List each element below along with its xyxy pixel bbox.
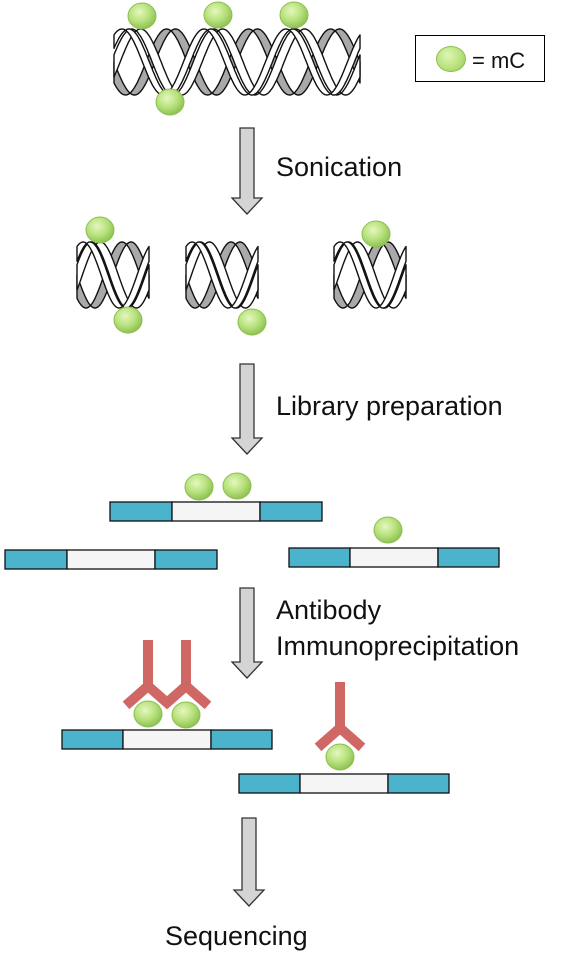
dna-fragment-1 [76, 241, 150, 309]
methyl-cytosine-dot [222, 472, 252, 500]
insert-region [299, 773, 389, 794]
adapter-left [238, 773, 301, 794]
methyl-cytosine-dot [203, 1, 233, 29]
adapter-left [61, 729, 124, 750]
methyl-cytosine-dot [155, 88, 185, 116]
legend-box: = mC [415, 35, 545, 82]
library-fragment [4, 549, 218, 570]
methyl-cytosine-dot [361, 220, 391, 248]
arrow-down-icon [232, 817, 266, 907]
dna-fragment-2 [185, 241, 259, 309]
dna-fragment-3 [333, 241, 407, 309]
library-fragment [109, 501, 323, 522]
adapter-left [4, 549, 68, 570]
arrow-down-icon [230, 127, 264, 215]
methyl-cytosine-icon [436, 46, 466, 72]
methyl-cytosine-dot [325, 743, 355, 771]
step-library-preparation-label: Library preparation [276, 391, 503, 421]
methyl-cytosine-dot [184, 473, 214, 501]
library-fragment [61, 729, 273, 750]
methyl-cytosine-dot [237, 308, 267, 336]
arrow-down-icon [230, 363, 264, 455]
antibody-icon [122, 640, 174, 710]
methyl-cytosine-dot [373, 516, 403, 544]
insert-region [171, 501, 261, 522]
adapter-right [437, 547, 500, 568]
dna-helix-genomic [113, 28, 361, 96]
adapter-right [154, 549, 218, 570]
antibody-icon [314, 682, 366, 752]
library-fragment [238, 773, 450, 794]
legend-label: = mC [472, 48, 526, 73]
adapter-left [109, 501, 173, 522]
step-sequencing-label: Sequencing [165, 921, 308, 951]
adapter-right [387, 773, 450, 794]
antibody-icon [160, 640, 212, 710]
methyl-cytosine-dot [171, 701, 201, 729]
insert-region [66, 549, 156, 570]
library-fragment [288, 547, 500, 568]
insert-region [349, 547, 439, 568]
step-antibody-label: Antibody [276, 595, 382, 625]
adapter-left [288, 547, 351, 568]
arrow-down-icon [230, 587, 264, 679]
adapter-right [210, 729, 273, 750]
methyl-cytosine-dot [85, 216, 115, 244]
step-sonication-label: Sonication [276, 152, 403, 182]
step-immunoprecipitation-label: Immunoprecipitation [276, 631, 520, 661]
insert-region [122, 729, 212, 750]
methyl-cytosine-dot [279, 1, 309, 29]
methyl-cytosine-dot [133, 700, 163, 728]
methyl-cytosine-dot [113, 306, 143, 334]
adapter-right [259, 501, 323, 522]
methyl-cytosine-dot [127, 2, 157, 30]
